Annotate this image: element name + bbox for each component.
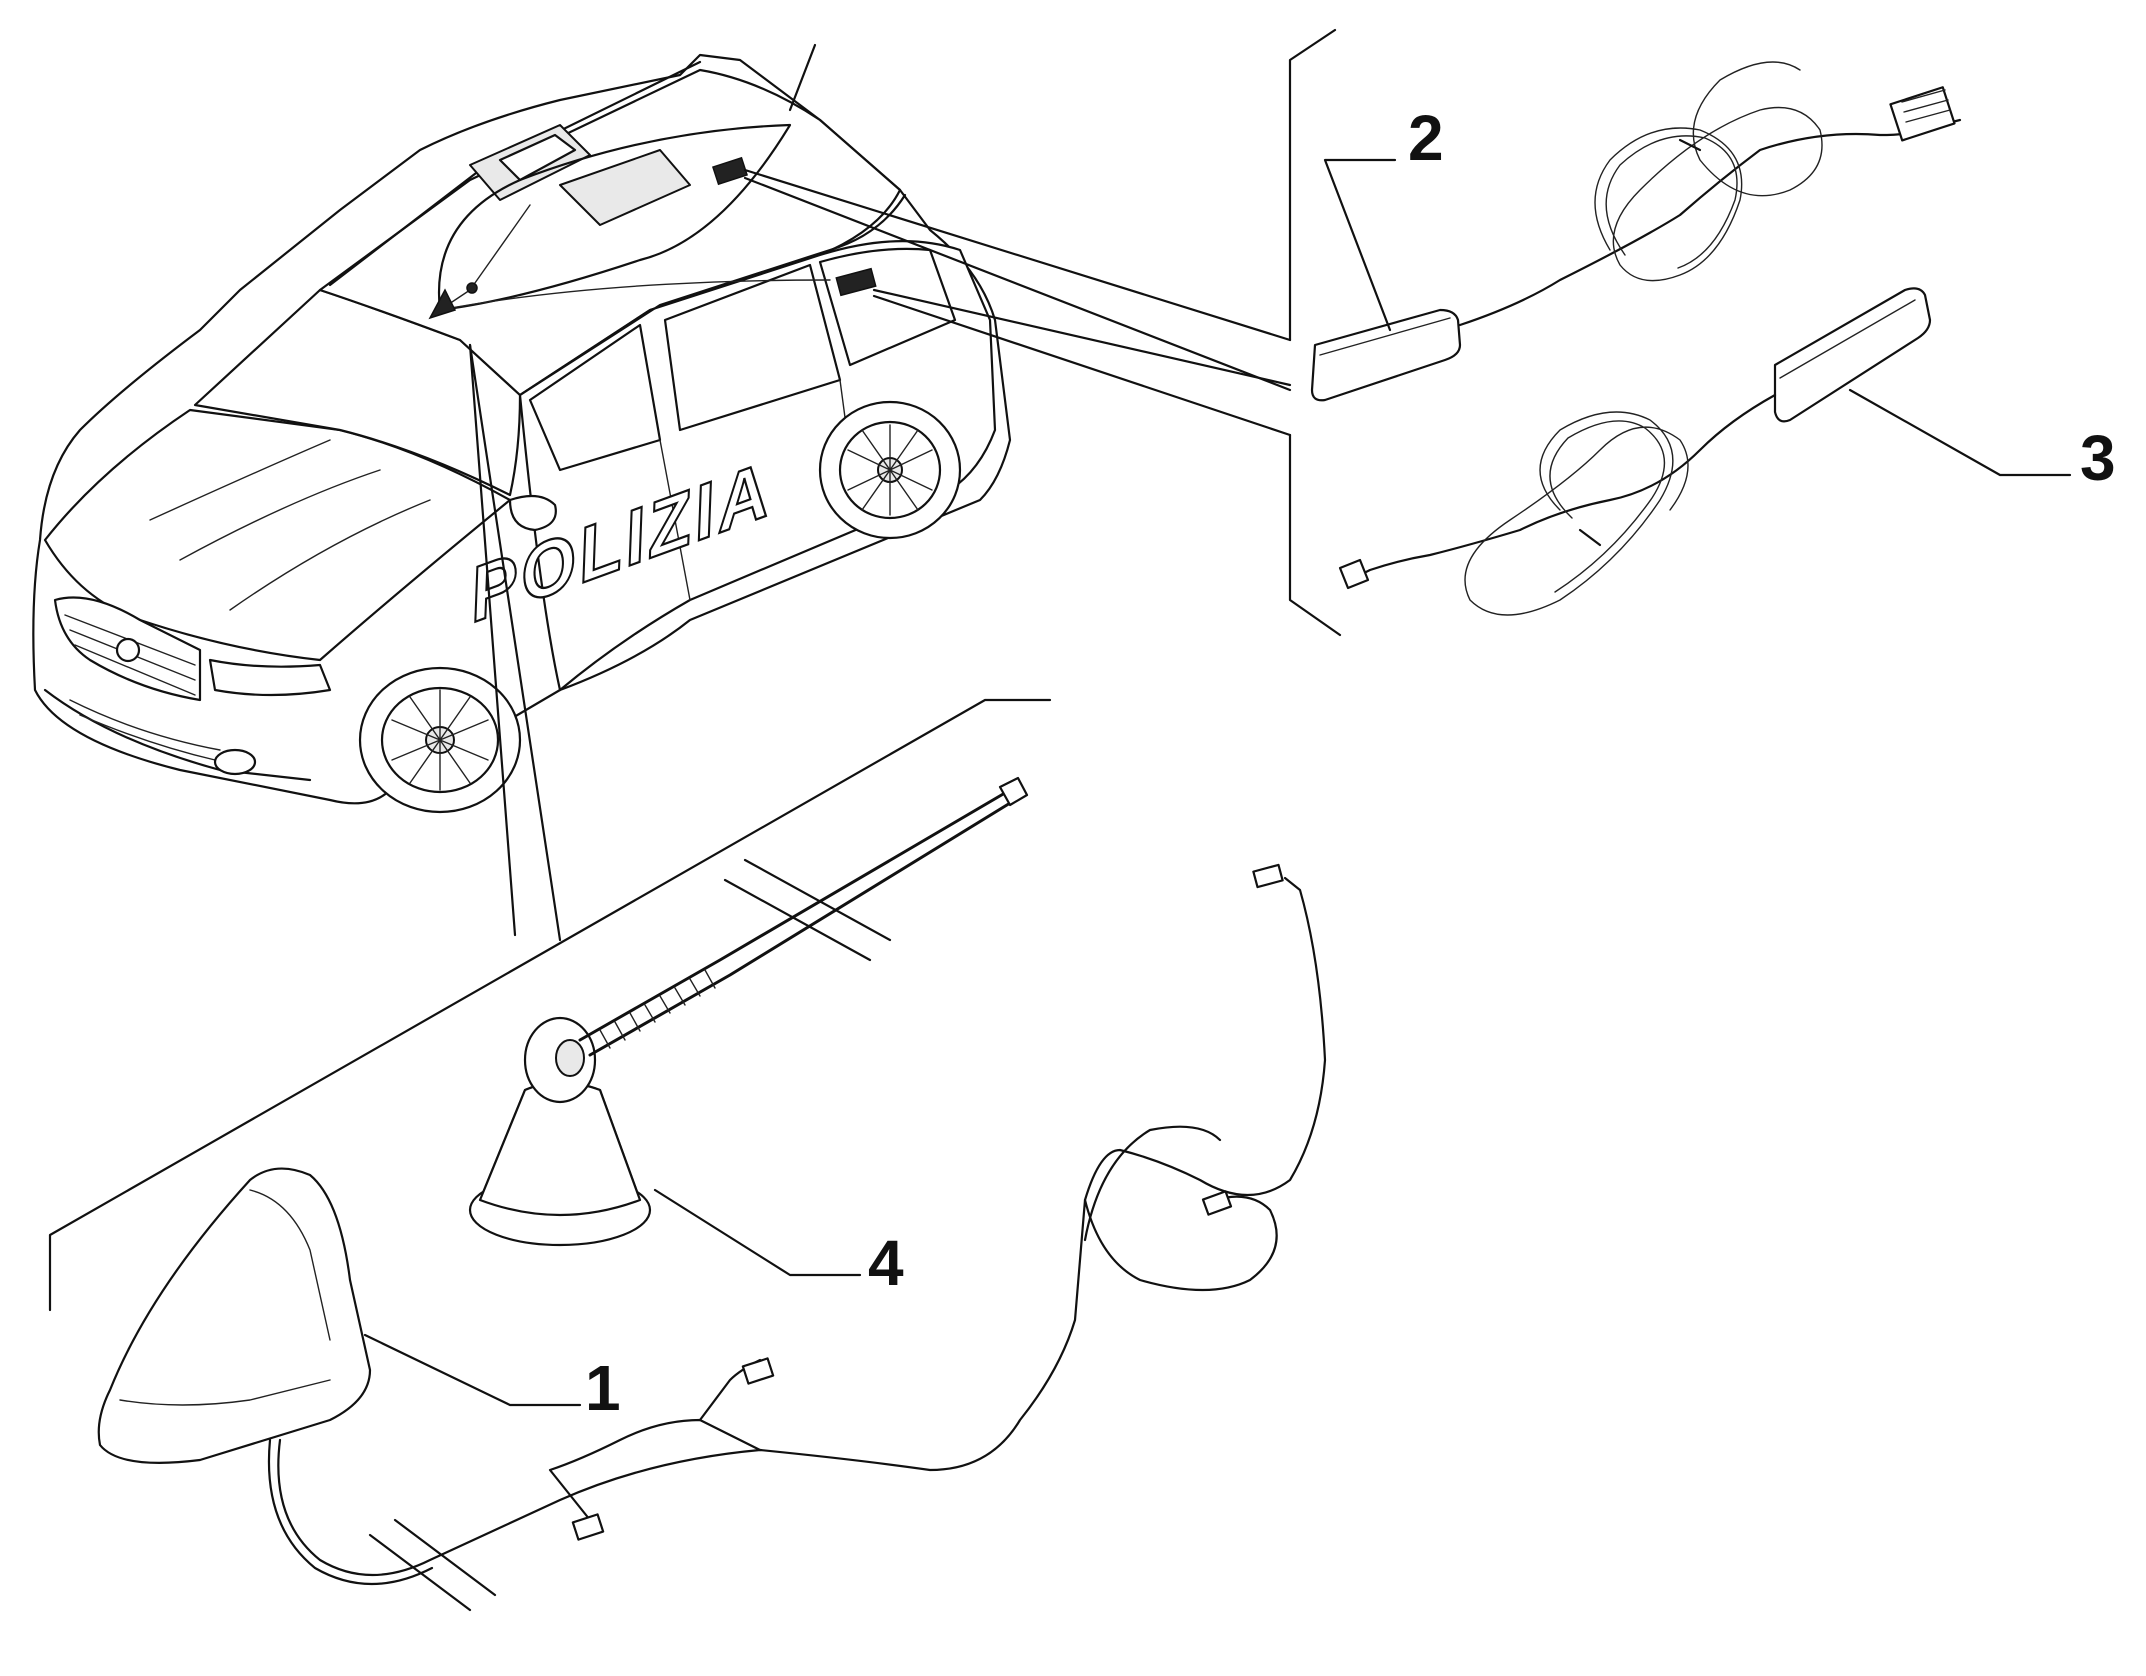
car-bumper [43,688,312,782]
inset-frame-upper [1288,28,1337,342]
inset-frame-upper [1288,433,1342,637]
antenna-1-fin-shading [119,1189,331,1406]
car-fog-light [213,748,257,776]
leader-line-antenna [468,343,517,937]
callout-4-label: 4 [868,1227,904,1299]
callout-4-leader [653,1188,862,1277]
module-3-connector [1338,558,1370,590]
car-hood-stripe [179,469,381,561]
car-bumper-grille [69,699,221,761]
module-3-body [1773,287,1932,423]
callout-3-label: 3 [2080,422,2116,494]
antenna-1-harness-branch [548,1418,762,1522]
callout-3: 3 [1848,388,2116,494]
leader-line-module-3 [872,288,1292,387]
inset-frame-lower [48,698,1052,1312]
part-1-shark-fin-antenna [97,863,1327,1612]
module-3-cable [1348,393,1777,582]
car-roof-box [559,149,691,226]
leader-line-module-3 [872,294,1292,437]
car-light-bar-panel [498,133,577,182]
leader-line-module-2 [743,176,1292,392]
antenna-1-break-mark [368,1518,497,1612]
antenna-1-harness-branch [1083,1125,1222,1242]
antenna-1-fin [97,1167,372,1464]
car-roof-rail [518,193,907,397]
car-module-3 [835,267,877,297]
antenna-1-harness-branch [1083,1195,1278,1292]
antenna-4-tip [998,776,1029,807]
car-front-wheel [358,666,522,814]
module-2-body [1310,308,1462,402]
antenna-1-connector [571,1513,605,1541]
antenna-1-harness [267,1438,434,1586]
part-2-antenna-module [1310,61,1962,402]
antenna-4-break-mark [723,858,892,962]
antenna-1-connector [1252,863,1284,889]
antenna-1-connector [1201,1190,1233,1216]
leader-lines [468,168,1292,942]
part-3-antenna-module [1338,287,1932,616]
module-2-cable [1458,118,1962,327]
car-headlight [208,658,332,697]
car-antenna-wire [437,123,792,312]
car-module-2 [712,156,748,186]
callout-1: 1 [363,1333,621,1424]
leader-line-antenna [468,343,562,942]
module-3-cable-coil [1549,420,1666,593]
car-badge [115,637,141,663]
antenna-1-connector [741,1357,775,1385]
leader-line-module-2 [743,168,1292,342]
callout-4: 4 [653,1188,904,1299]
car-rear-antenna [788,43,817,112]
module-3-tie [1578,528,1602,547]
module-2-tie [1678,138,1702,152]
antenna-4-rod [588,798,1017,1057]
car-door-seam [659,439,691,601]
car-rear-wheel [818,400,962,540]
car-antenna-wire [439,279,831,311]
callout-2-label: 2 [1408,102,1444,174]
car-antenna-mount [466,282,478,294]
callout-2-leader [1323,158,1397,332]
part-4-rod-antenna [468,776,1029,1247]
callout-1-label: 1 [585,1352,621,1424]
module-2-cable-coil [1605,135,1738,269]
antenna-1-harness [277,876,1327,1576]
car-hood-stripe [149,439,331,521]
module-2-cable-coil [1594,61,1823,282]
antenna-4-rod-ribs [599,969,716,1049]
antenna-4-rod [578,788,1012,1042]
module-3-cable-coil [1464,411,1689,616]
callout-3-leader [1848,388,2072,477]
car-hood-stripe [229,499,431,611]
car-roof [318,68,902,397]
car-illustration: POLIZIA [32,43,1012,814]
car-mirror [508,494,557,532]
module-2-connector [1889,86,1956,142]
callout-2: 2 [1323,102,1444,332]
callout-1-leader [363,1333,582,1407]
car-antenna-base [428,288,457,320]
